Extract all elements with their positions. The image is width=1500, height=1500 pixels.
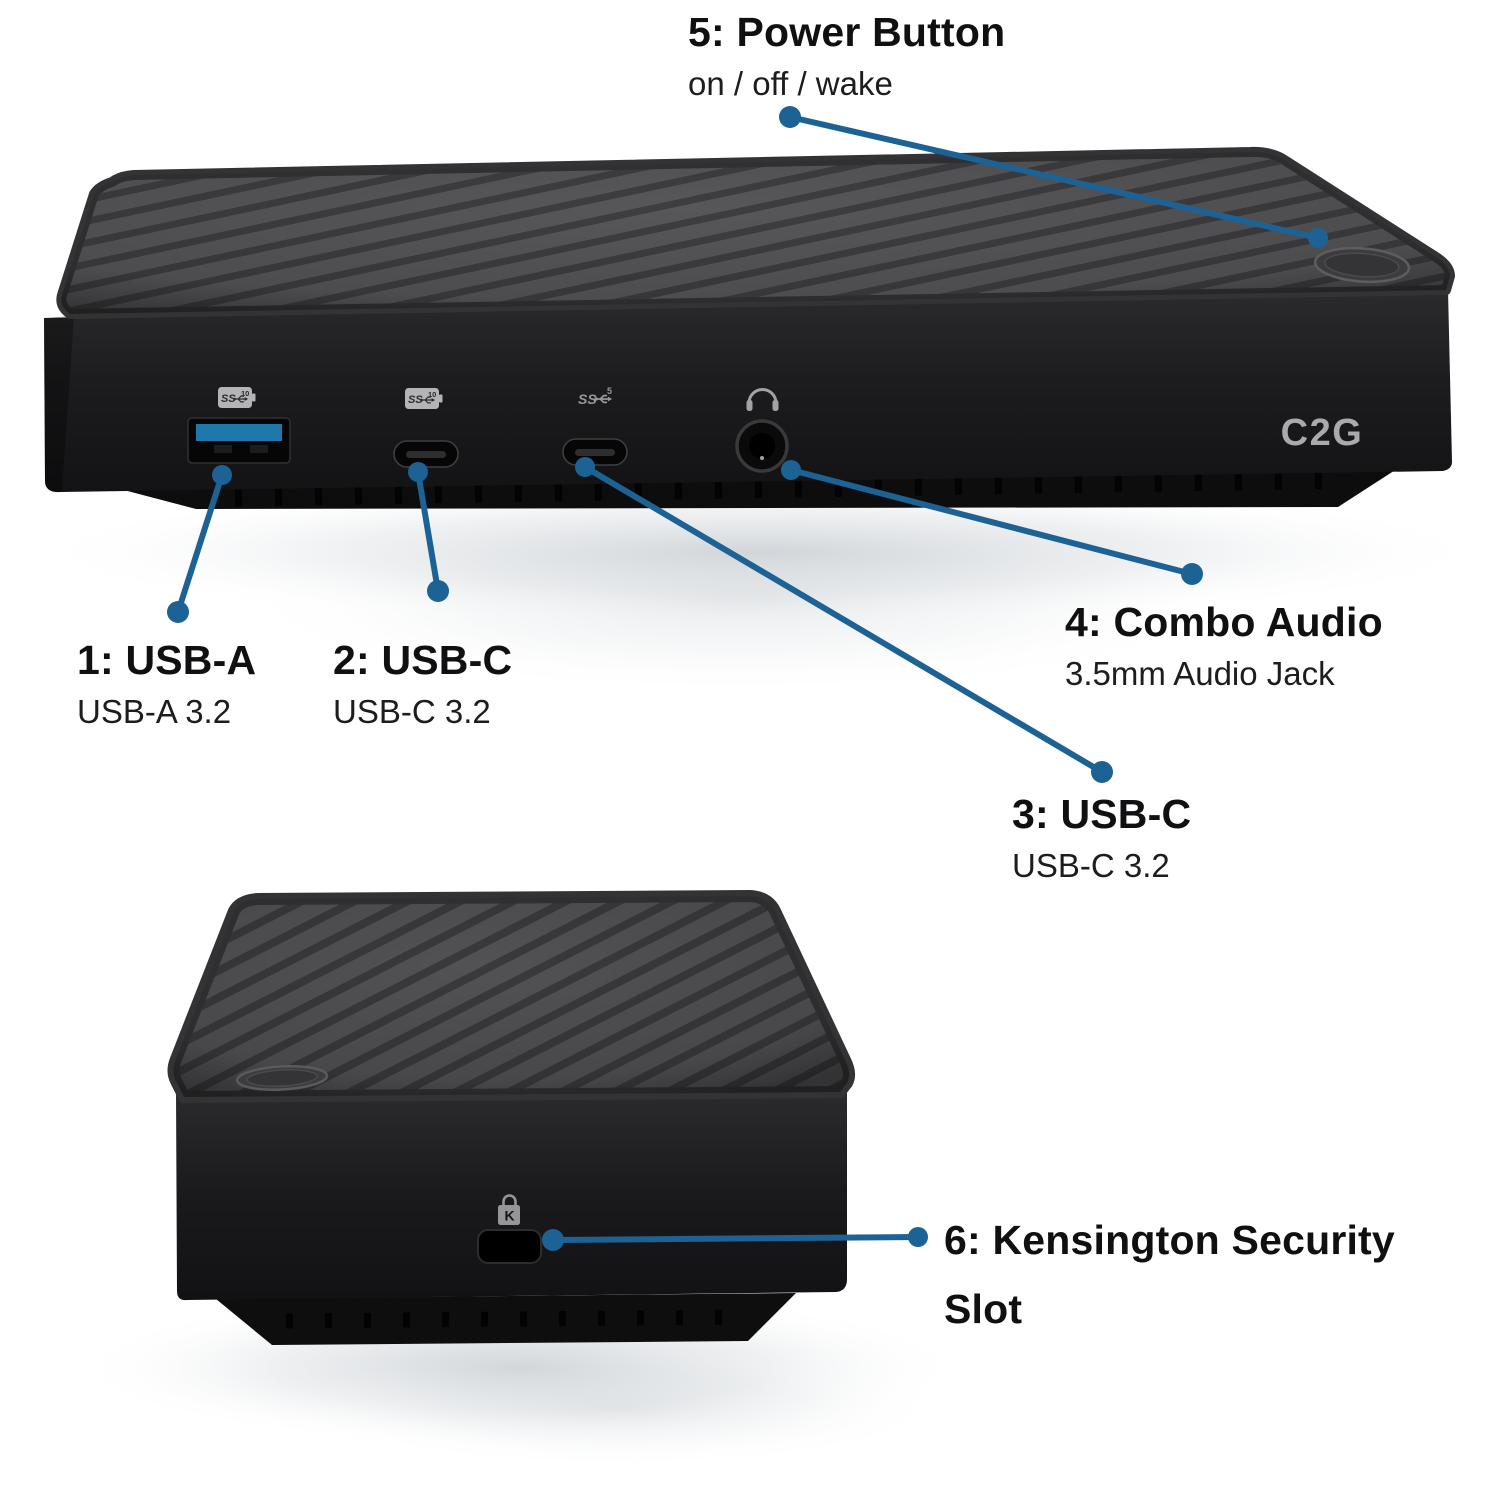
callout-usb-c3-sub: USB-C 3.2 bbox=[1012, 846, 1170, 884]
top-surface-vignette bbox=[173, 896, 850, 1097]
callout-audio-title: 4: Combo Audio bbox=[1065, 599, 1383, 645]
usb-c-port-front bbox=[393, 440, 459, 468]
kensington-lock-icon: K bbox=[498, 1194, 520, 1225]
usb-a-blue-tab bbox=[196, 424, 282, 441]
callout-lines bbox=[175, 114, 1321, 1243]
callout-usb-c2-title: 2: USB-C bbox=[333, 637, 513, 683]
dock-base bbox=[216, 1293, 796, 1345]
leader-power bbox=[787, 114, 1321, 241]
callout-usb-c3-title: 3: USB-C bbox=[1012, 791, 1192, 837]
usb-ss5-icon: SS 5 bbox=[578, 386, 614, 407]
leader-usb-a bbox=[175, 472, 225, 615]
kensington-k-text: K bbox=[504, 1208, 514, 1224]
dock-side-view: K bbox=[167, 890, 856, 1345]
callout-power: 5: Power Button on / off / wake bbox=[688, 9, 1006, 103]
ss-speed-text: 10 bbox=[241, 389, 249, 398]
headphone-icon bbox=[746, 388, 779, 411]
usb-c-port-third bbox=[562, 438, 628, 466]
usb-ss10-badge-icon: SS 10 bbox=[218, 387, 256, 408]
ss-speed-text: 10 bbox=[428, 390, 436, 399]
callout-dots bbox=[167, 106, 1328, 1251]
leader-audio bbox=[788, 467, 1195, 577]
dock-front-face bbox=[44, 290, 1452, 493]
callout-audio-sub: 3.5mm Audio Jack bbox=[1065, 654, 1335, 692]
dock-end-face bbox=[176, 1086, 847, 1301]
usb-ss10-badge-icon-2: SS 10 bbox=[405, 388, 443, 409]
dock-front-view: SS 10 SS 10 SS bbox=[44, 146, 1455, 509]
audio-jack bbox=[735, 419, 789, 473]
usb-a-port bbox=[187, 417, 291, 464]
power-button bbox=[235, 1065, 329, 1091]
brand-logo: C2G bbox=[1281, 412, 1364, 454]
callout-usb-a-sub: USB-A 3.2 bbox=[77, 692, 232, 730]
leader-usb-c2 bbox=[415, 469, 441, 594]
callout-usb-c2-sub: USB-C 3.2 bbox=[333, 692, 491, 730]
leader-kensington bbox=[550, 1234, 921, 1243]
callout-usb-c3: 3: USB-C USB-C 3.2 bbox=[1012, 791, 1192, 885]
left-edge-shade bbox=[44, 316, 74, 493]
leader-usb-c3 bbox=[582, 464, 1105, 775]
ss-text: SS bbox=[408, 394, 423, 406]
kensington-slot bbox=[477, 1229, 542, 1264]
callout-kensington-title: 6: Kensington Security Slot bbox=[944, 1217, 1395, 1332]
ss-text: SS bbox=[578, 391, 597, 407]
top-surface-vignette bbox=[61, 151, 1450, 314]
callout-power-sub: on / off / wake bbox=[688, 64, 893, 102]
callout-usb-a: 1: USB-A USB-A 3.2 bbox=[77, 637, 257, 731]
callout-kensington: 6: Kensington Security Slot bbox=[944, 1206, 1395, 1344]
callout-power-title: 5: Power Button bbox=[688, 9, 1006, 55]
power-button bbox=[1313, 246, 1411, 284]
callout-usb-c2: 2: USB-C USB-C 3.2 bbox=[333, 637, 513, 731]
callout-audio: 4: Combo Audio 3.5mm Audio Jack bbox=[1065, 599, 1383, 693]
ss-text: SS bbox=[221, 393, 236, 405]
callout-usb-a-title: 1: USB-A bbox=[77, 637, 257, 683]
vent-slots bbox=[234, 471, 1356, 507]
ss-speed-text: 5 bbox=[607, 386, 612, 396]
